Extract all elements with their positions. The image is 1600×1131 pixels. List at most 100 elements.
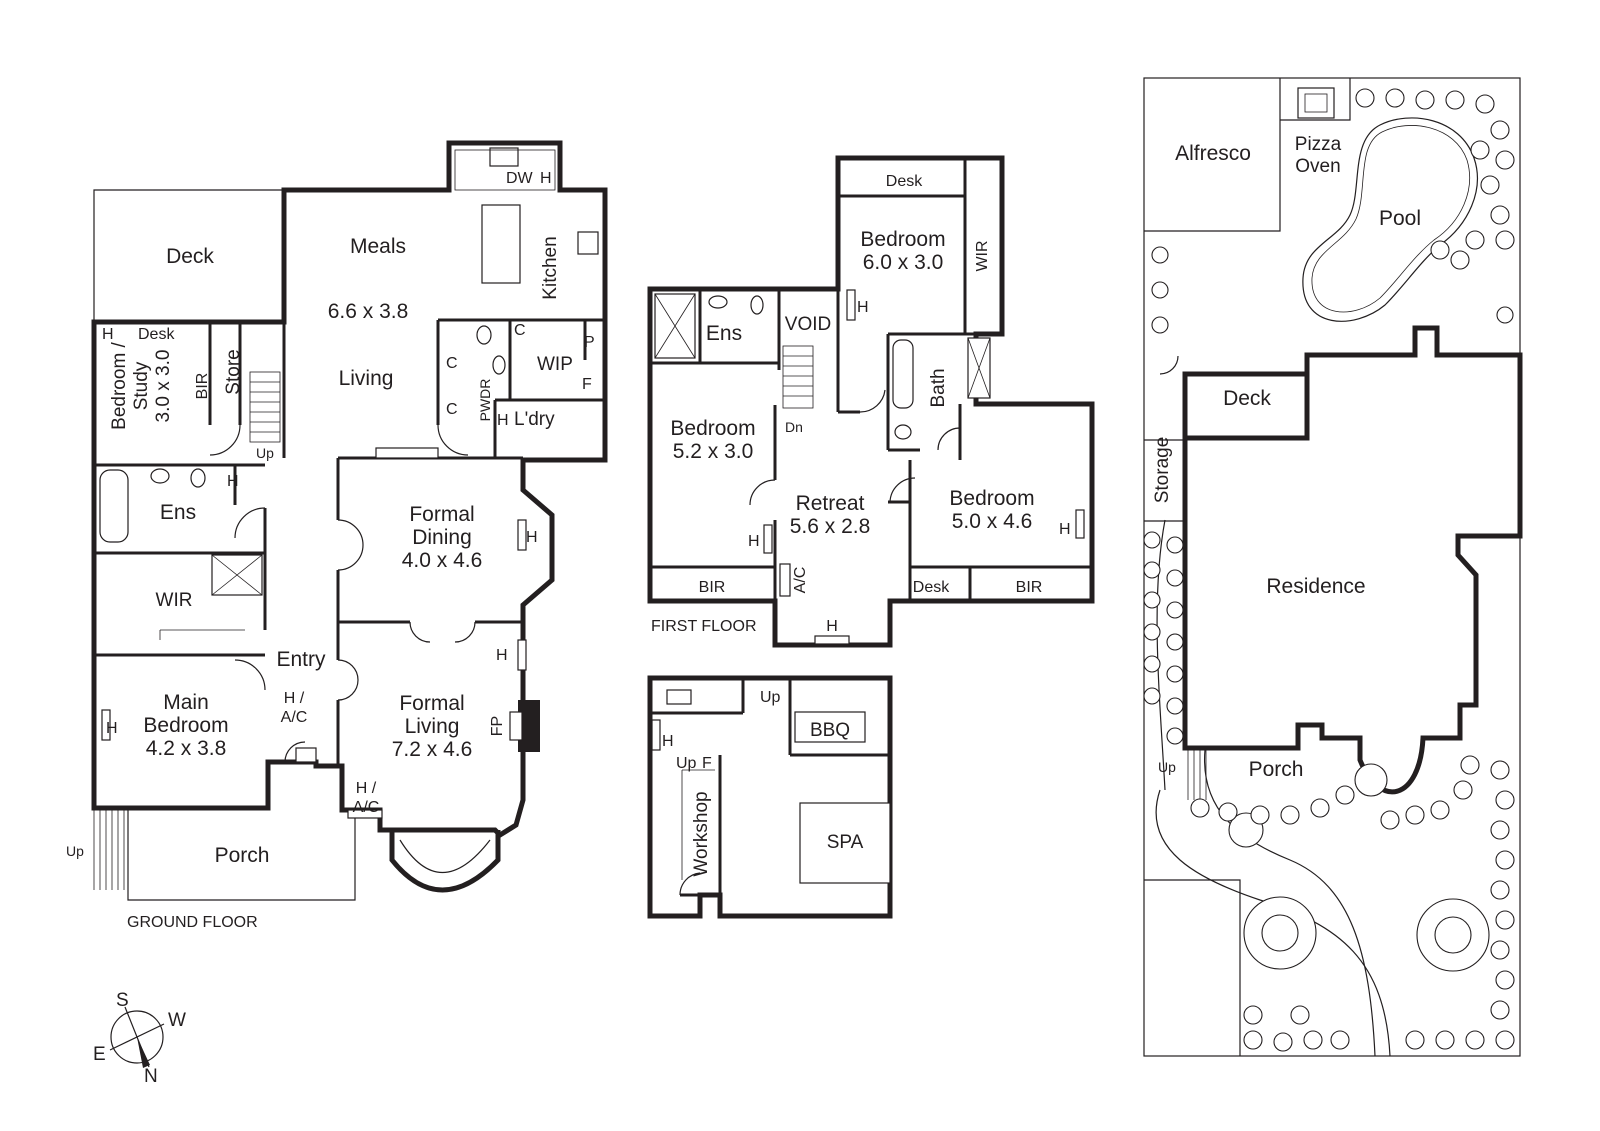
site-deck-label: Deck [1223, 387, 1271, 410]
entry-hac-line2: A/C [281, 709, 308, 726]
laundry-label: L'dry [514, 409, 555, 430]
bedroom-study-line1: Bedroom / [109, 341, 130, 429]
bir-label-study: BIR [194, 373, 211, 400]
heater-label-living: H [496, 647, 508, 664]
north-arrow-icon [137, 1037, 150, 1068]
living-hac-line1: H / [356, 780, 377, 797]
pwdr-label: PWDR [477, 379, 493, 422]
cupboard-label-1: C [446, 355, 458, 372]
heater-label-laundry: H [497, 412, 509, 429]
site-up-label: Up [1158, 759, 1176, 775]
formal-dining-line2: Dining [412, 526, 472, 549]
heater-label-main: H [106, 720, 118, 737]
fp-label: FP [489, 716, 506, 736]
heater-label-dining: H [526, 529, 538, 546]
first-floor-plan: Desk Bedroom 6.0 x 3.0 WIR Ens VOID H Ba… [647, 155, 1095, 648]
main-bedroom-line3: 4.2 x 3.8 [146, 737, 227, 760]
site-alfresco-label: Alfresco [1175, 142, 1251, 165]
ll-up-label-bbq: Up [760, 689, 781, 706]
cupboard-label-3: C [446, 401, 458, 418]
formal-living-line2: Living [405, 715, 460, 738]
compass: S W E N [93, 990, 186, 1087]
lower-level-plan: Up BBQ H Up F Workshop SPA [647, 675, 893, 919]
ff-bedroom2-line1: Bedroom [670, 417, 755, 440]
ff-void-label: VOID [785, 314, 831, 335]
heater-label-ens: H [227, 473, 239, 490]
ff-bedroom1-line2: 6.0 x 3.0 [863, 251, 944, 274]
site-trees [1228, 763, 1490, 972]
deck-label: Deck [166, 245, 214, 268]
site-porch-label: Porch [1249, 758, 1304, 781]
ff-heater-label-2: H [1059, 521, 1071, 538]
ff-caption: FIRST FLOOR [651, 618, 757, 635]
ens-label: Ens [160, 501, 196, 524]
living-hac-line2: A/C [353, 799, 380, 816]
compass-e: E [93, 1044, 106, 1065]
ff-bir-label-1: BIR [699, 579, 726, 596]
ll-fridge-label: F [702, 755, 712, 772]
ff-bedroom3-line1: Bedroom [949, 487, 1034, 510]
entry-label: Entry [276, 648, 326, 671]
meals-dims: 6.6 x 3.8 [328, 300, 409, 323]
ground-floor-caption: GROUND FLOOR [127, 914, 258, 931]
formal-living-line1: Formal [399, 692, 464, 715]
store-label: Store [223, 349, 244, 394]
ff-dn-label: Dn [785, 419, 803, 435]
living-label: Living [339, 367, 394, 390]
main-bedroom-line2: Bedroom [143, 714, 228, 737]
ff-ens-label: Ens [706, 322, 742, 345]
formal-dining-line3: 4.0 x 4.6 [402, 549, 483, 572]
meals-label: Meals [350, 235, 406, 258]
ff-bedroom2-line2: 5.2 x 3.0 [673, 440, 754, 463]
ff-bath-label: Bath [928, 368, 949, 407]
pantry-label: P [584, 334, 595, 351]
ff-retreat-line1: Retreat [796, 492, 865, 515]
dw-label: DW [506, 170, 534, 187]
compass-w: W [168, 1010, 186, 1031]
porch-label: Porch [215, 844, 270, 867]
bedroom-study-line3: 3.0 x 3.0 [153, 350, 174, 423]
up-label-porch: Up [66, 843, 84, 859]
ff-bedroom1-line1: Bedroom [860, 228, 945, 251]
compass-s: S [116, 990, 129, 1011]
site-residence-label: Residence [1266, 575, 1365, 598]
ll-workshop-label: Workshop [691, 791, 712, 876]
ff-retreat-line2: 5.6 x 2.8 [790, 515, 871, 538]
compass-ring-icon [110, 1010, 164, 1064]
heater-label-kitchen: H [540, 170, 552, 187]
site-storage-label: Storage [1152, 437, 1173, 504]
ff-ac-label: A/C [792, 567, 809, 594]
heater-label-study: H [102, 326, 114, 343]
fridge-label: F [582, 376, 592, 393]
site-pizza-oven-line2: Oven [1295, 156, 1340, 177]
ff-heater-label-1: H [857, 299, 869, 316]
ff-bedroom3-line2: 5.0 x 4.6 [952, 510, 1033, 533]
kitchen-label: Kitchen [540, 236, 561, 299]
formal-dining-line1: Formal [409, 503, 474, 526]
ground-floor-plan: Deck Meals 6.6 x 3.8 Living Kitchen DW H… [66, 140, 608, 931]
ff-desk-label-top: Desk [886, 173, 923, 190]
ll-bbq-label: BBQ [810, 720, 850, 741]
site-pizza-oven-line1: Pizza [1295, 134, 1342, 155]
bedroom-study-line2: Study [131, 361, 152, 410]
ff-heater-label-4: H [826, 618, 838, 635]
site-shrubs [1143, 88, 1515, 1052]
site-pool-label: Pool [1379, 207, 1421, 230]
entry-hac-line1: H / [284, 690, 305, 707]
compass-n: N [144, 1066, 158, 1087]
wir-label: WIR [156, 590, 193, 611]
ff-wir-label: WIR [974, 240, 991, 271]
formal-living-line3: 7.2 x 4.6 [392, 738, 473, 761]
desk-label-study: Desk [138, 326, 175, 343]
ff-heater-label-3: H [748, 533, 760, 550]
ll-heater-label: H [662, 733, 674, 750]
ff-bir-label-2: BIR [1016, 579, 1043, 596]
ff-desk-label-bottom: Desk [913, 579, 950, 596]
ll-spa-label: SPA [827, 832, 864, 853]
up-label-stairs: Up [256, 445, 274, 461]
wip-label: WIP [537, 354, 573, 375]
main-bedroom-line1: Main [163, 691, 209, 714]
site-plan: Alfresco Pizza Oven Pool Deck Storage Re… [1143, 77, 1523, 1057]
ll-up-label-workshop: Up [676, 755, 697, 772]
